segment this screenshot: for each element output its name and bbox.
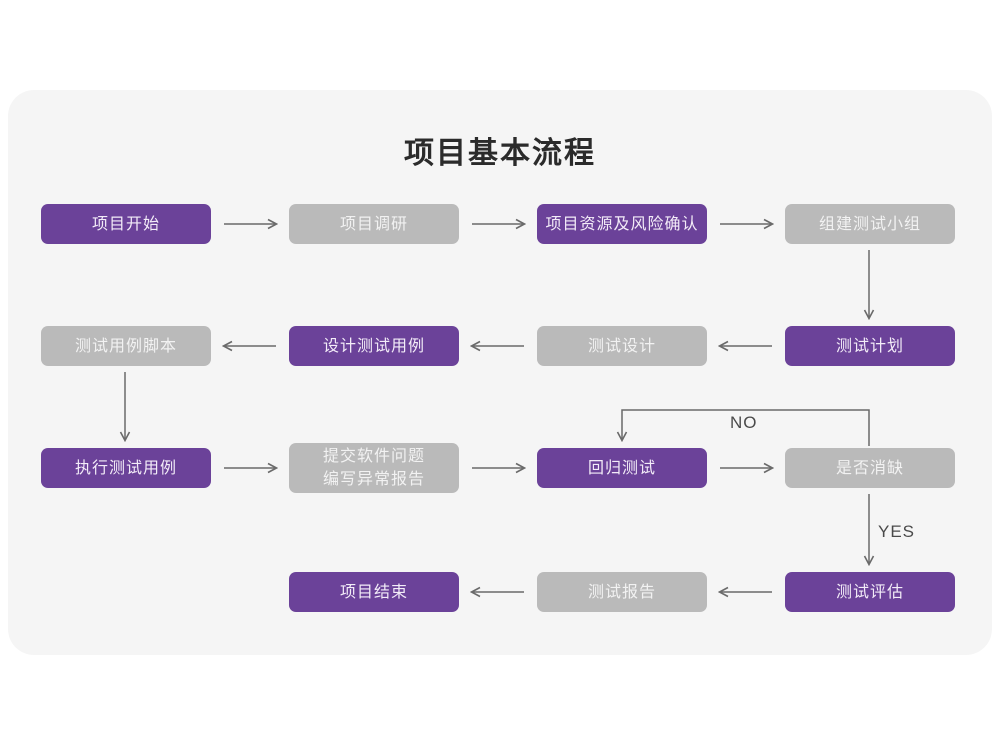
node-test-design[interactable]: 测试设计	[537, 326, 707, 366]
edge-label-no: NO	[730, 413, 758, 432]
node-design-test-case[interactable]: 设计测试用例	[289, 326, 459, 366]
page-title: 项目基本流程	[404, 137, 596, 170]
node-defect-cleared[interactable]: 是否消缺	[785, 448, 955, 488]
node-submit-issue-report[interactable]: 提交软件问题 编写异常报告	[289, 443, 459, 493]
node-form-test-team[interactable]: 组建测试小组	[785, 204, 955, 244]
node-project-start[interactable]: 项目开始	[41, 204, 211, 244]
node-regression-test[interactable]: 回归测试	[537, 448, 707, 488]
node-test-evaluation[interactable]: 测试评估	[785, 572, 955, 612]
edge-label-yes: YES	[878, 522, 916, 541]
node-resource-risk-confirm[interactable]: 项目资源及风险确认	[537, 204, 707, 244]
node-project-research[interactable]: 项目调研	[289, 204, 459, 244]
node-test-case-script[interactable]: 测试用例脚本	[41, 326, 211, 366]
node-test-report[interactable]: 测试报告	[537, 572, 707, 612]
node-project-end[interactable]: 项目结束	[289, 572, 459, 612]
node-test-plan[interactable]: 测试计划	[785, 326, 955, 366]
diagram-card	[8, 90, 992, 655]
node-execute-test-case[interactable]: 执行测试用例	[41, 448, 211, 488]
